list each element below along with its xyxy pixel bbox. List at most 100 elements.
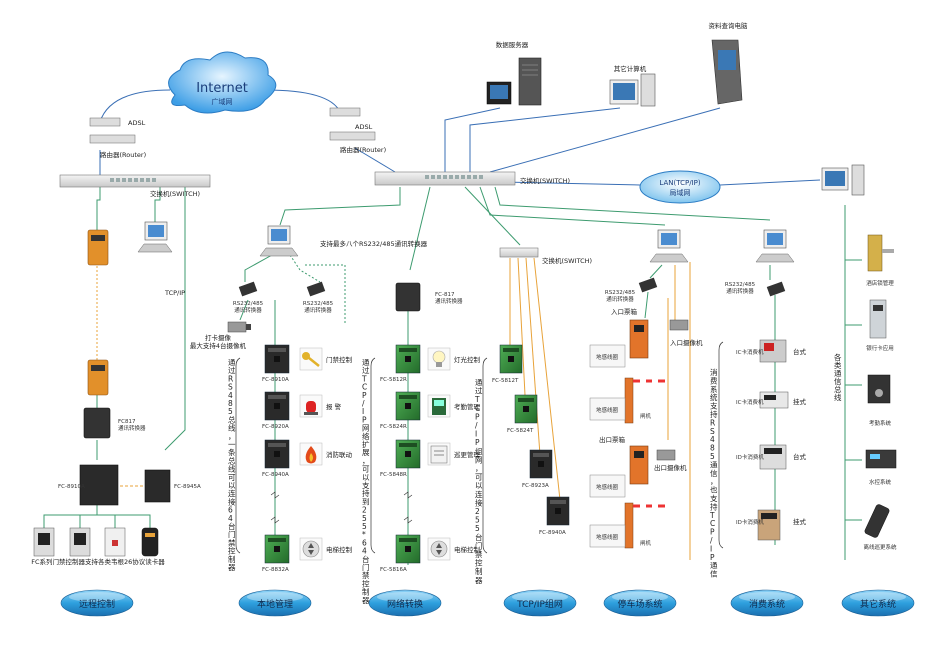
tcpip-ctrl-3: FC-8940A — [539, 496, 570, 536]
system-button-shape-0[interactable] — [60, 589, 134, 617]
system-button-5[interactable]: 消费系统 — [730, 589, 804, 617]
card-readers: FC系列门禁控制器支持各类韦根26协议读卡器 — [31, 527, 165, 566]
local-ctrl-label-1: FC-8920A — [262, 424, 289, 430]
gate-label-2: 闸机 — [640, 539, 652, 547]
center-adsl-label: ADSL — [355, 123, 373, 131]
tcpip-ctrl-0: FC-5812T — [492, 344, 523, 384]
parking-rs-label: RS232/485 — [605, 290, 636, 296]
parking-pc — [649, 229, 689, 263]
fc8910-label: FC-8910A — [58, 484, 85, 490]
network-func-label-2: 巡更管理 — [454, 450, 481, 459]
local-ctrl-label-3: FC-8832A — [262, 567, 289, 573]
camera-note1: 打卡摄像 — [205, 333, 232, 342]
bottom-buttons: 远程控制 本地管理 网络转换 TCP/IP组网 停车场系统 消费系统 其它系统 — [60, 589, 915, 617]
db-server: 数据服务器 — [486, 40, 542, 106]
local-func-label-1: 报 警 — [326, 402, 342, 411]
consume-item-label-0: IC卡消费机 — [736, 348, 764, 356]
tcpip-ctrl-label-1: FC-5824T — [507, 428, 534, 434]
lan-cloud: LAN(TCP/IP) 局域网 — [639, 170, 721, 204]
system-button-shape-2[interactable] — [368, 589, 442, 617]
local-rs1: RS232/485 — [233, 301, 264, 307]
system-button-1[interactable]: 本地管理 — [238, 589, 312, 617]
kiosk-pc: 资料查询电脑 — [709, 21, 749, 105]
local-pc: 支持最多八个RS232/485通讯转换器 — [259, 225, 428, 257]
system-button-4[interactable]: 停车场系统 — [603, 589, 677, 617]
kiosk-label: 资料查询电脑 — [709, 21, 749, 30]
system-button-label-3: TCP/IP组网 — [516, 598, 563, 610]
remote-converter-label: FC817 — [118, 419, 136, 425]
exit-loop-2: 地感线圈 — [589, 524, 626, 548]
consume-items: IC卡消费机台式IC卡消费机挂式ID卡消费机台式ID卡消费机挂式 — [736, 339, 807, 541]
other-item-2: 考勤系统 — [867, 374, 892, 427]
local-func-label-3: 电梯控制 — [326, 545, 353, 554]
remote-converter-1 — [87, 229, 109, 266]
center-router-label: 路由器(Router) — [340, 145, 386, 154]
consume-item-label-1: IC卡消费机 — [736, 398, 764, 406]
other-item-label-1: 银行卡应用 — [866, 344, 894, 352]
exit-loop-1: 地感线圈 — [589, 474, 626, 498]
loop-label-4: 地感线圈 — [596, 533, 619, 541]
consume-pc — [755, 229, 795, 263]
tcpip-ctrl-label-2: FC-8923A — [522, 483, 549, 489]
local-rs2b: 通讯转换器 — [304, 306, 332, 314]
tcpip-ctrl-label-0: FC-5812T — [492, 378, 519, 384]
entry-cam-label: 入口摄像机 — [670, 338, 703, 347]
tcpip-ctrl-2: FC-8923A — [522, 449, 553, 489]
system-button-3[interactable]: TCP/IP组网 — [503, 589, 577, 617]
network-ctrl-label-0: FC-5812R — [380, 377, 407, 383]
system-button-shape-4[interactable] — [603, 589, 677, 617]
center-switch-label: 交换机(SWITCH) — [520, 176, 570, 185]
consume-item-2: ID卡消费机台式 — [736, 444, 807, 470]
lan-subtitle: 局域网 — [670, 188, 691, 197]
left-tcpip-label: TCP/IP — [164, 289, 185, 297]
converter-note: 支持最多八个RS232/485通讯转换器 — [320, 239, 428, 248]
system-button-label-6: 其它系统 — [860, 598, 896, 610]
system-button-label-4: 停车场系统 — [617, 598, 662, 610]
network-ctrl-label-2: FC-5848R — [380, 472, 407, 478]
other-item-label-3: 水控系统 — [869, 478, 892, 486]
left-adsl-label: ADSL — [128, 119, 146, 127]
network-func-label-0: 灯光控制 — [454, 355, 481, 364]
local-func-label-2: 消防联动 — [326, 450, 353, 459]
camera-note2: 最大支持4台摄像机 — [190, 341, 247, 350]
system-button-6[interactable]: 其它系统 — [841, 589, 915, 617]
local-rs2: RS232/485 — [303, 301, 334, 307]
network-boards: FC-5812R灯光控制FC-5824R考勤管理FC-5848R巡更管理FC-5… — [380, 344, 481, 573]
other-item-0: 酒店锁管理 — [866, 234, 894, 287]
system-button-label-5: 消费系统 — [749, 598, 785, 610]
exit-label: 出口票箱 — [599, 435, 626, 444]
system-button-0[interactable]: 远程控制 — [60, 589, 134, 617]
internet-cloud: Internet 广域网 — [168, 51, 277, 114]
tcpip-switch: 交换机(SWITCH) — [499, 247, 592, 265]
system-button-shape-5[interactable] — [730, 589, 804, 617]
other-item-label-2: 考勤系统 — [869, 419, 892, 427]
entry-loop-2: 地感线圈 — [589, 397, 626, 421]
local-ctrl-3: FC-8832A 电梯控制 — [262, 534, 353, 573]
consume-item-0: IC卡消费机 台式 — [736, 339, 807, 363]
consume-item-label-2: ID卡消费机 — [736, 453, 764, 461]
left-router-label: 路由器(Router) — [100, 150, 146, 159]
consume-type-label-0: 台式 — [793, 347, 807, 356]
consume-rs: RS232/485 通讯转换器 — [725, 281, 786, 297]
exit-cam-label: 出口摄像机 — [654, 463, 687, 472]
local-rs-converters: RS232/485 通讯转换器 RS232/485 通讯转换器 — [233, 281, 334, 314]
system-button-shape-1[interactable] — [238, 589, 312, 617]
network-func-label-1: 考勤管理 — [454, 402, 481, 411]
system-button-shape-3[interactable] — [503, 589, 577, 617]
consume-type-label-1: 挂式 — [793, 397, 807, 406]
network-ctrl-2: FC-5848R 巡更管理 — [380, 439, 481, 478]
system-button-2[interactable]: 网络转换 — [368, 589, 442, 617]
entry-box: 入口票箱 — [611, 307, 649, 359]
network-ctrl-0: FC-5812R 灯光控制 — [380, 344, 481, 383]
remote-converter-2 — [87, 359, 109, 396]
gate-label-1: 闸机 — [640, 412, 652, 420]
network-func-label-3: 电梯控制 — [454, 545, 481, 554]
system-button-shape-6[interactable] — [841, 589, 915, 617]
other-item-4: 离线巡更系统 — [863, 504, 897, 551]
internet-subtitle: 广域网 — [212, 97, 233, 106]
